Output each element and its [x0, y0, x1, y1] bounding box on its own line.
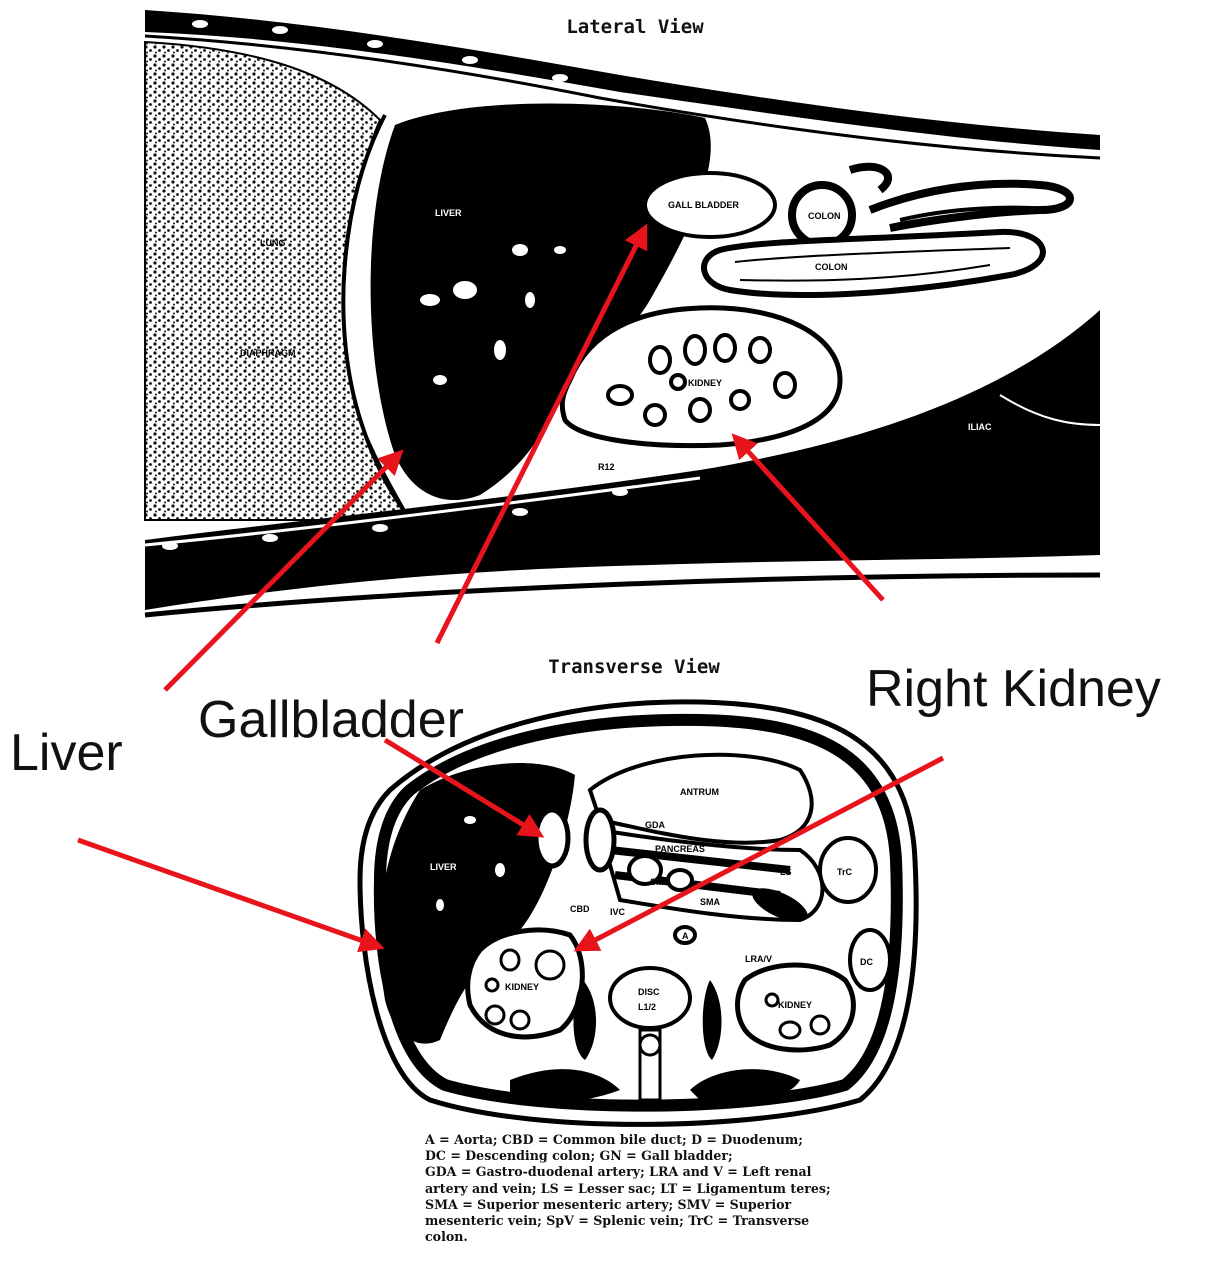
gallbladder-transverse — [536, 810, 568, 866]
label-lrav: LRA/V — [745, 954, 772, 964]
lateral-view-title: Lateral View — [566, 16, 704, 38]
label-sma: SMA — [700, 897, 721, 907]
abbreviation-legend: A = Aorta; CBD = Common bile duct; D = D… — [425, 1132, 910, 1245]
label-a: A — [682, 931, 689, 941]
label-antrum: ANTRUM — [680, 787, 719, 797]
transverse-view: LIVER ANTRUM GDA PANCREAS LS CBD IVC SMA… — [360, 702, 916, 1125]
label-left-kidney-transverse: KIDNEY — [778, 1000, 812, 1010]
label-dc: DC — [860, 957, 873, 967]
label-pancreas: PANCREAS — [655, 844, 705, 854]
label-disc: DISC — [638, 987, 660, 997]
label-liver-transverse: LIVER — [430, 862, 457, 872]
label-smv: SMV — [650, 877, 670, 887]
callout-right-kidney: Right Kidney — [866, 660, 1161, 718]
label-diaphragm: DIAPHRAGM — [240, 348, 296, 358]
label-trc: TrC — [837, 867, 853, 877]
label-lung: LUNG — [260, 238, 286, 248]
label-cbd: CBD — [570, 904, 590, 914]
label-gall-bladder: GALL BLADDER — [668, 200, 739, 210]
label-colon-1: COLON — [808, 211, 841, 221]
label-kidney-lateral: KIDNEY — [688, 378, 722, 388]
colon-long — [704, 232, 1043, 295]
label-colon-2: COLON — [815, 262, 848, 272]
label-muscle: ILIAC — [968, 422, 992, 432]
label-ls: LS — [780, 867, 792, 877]
label-ivc: IVC — [610, 907, 626, 917]
label-gda: GDA — [645, 820, 666, 830]
lateral-view: LUNG DIAPHRAGM LIVER GALL BLADDER COLON … — [145, 10, 1100, 615]
label-right-kidney-transverse: KIDNEY — [505, 982, 539, 992]
label-level: L1/2 — [638, 1002, 656, 1012]
label-liver-lateral: LIVER — [435, 208, 462, 218]
label-rib: R12 — [598, 462, 615, 472]
transverse-view-title: Transverse View — [548, 656, 720, 678]
disc — [610, 968, 690, 1028]
callout-liver: Liver — [10, 724, 123, 782]
arrow-liver-transverse — [78, 840, 380, 947]
callout-gallbladder: Gallbladder — [198, 691, 464, 749]
